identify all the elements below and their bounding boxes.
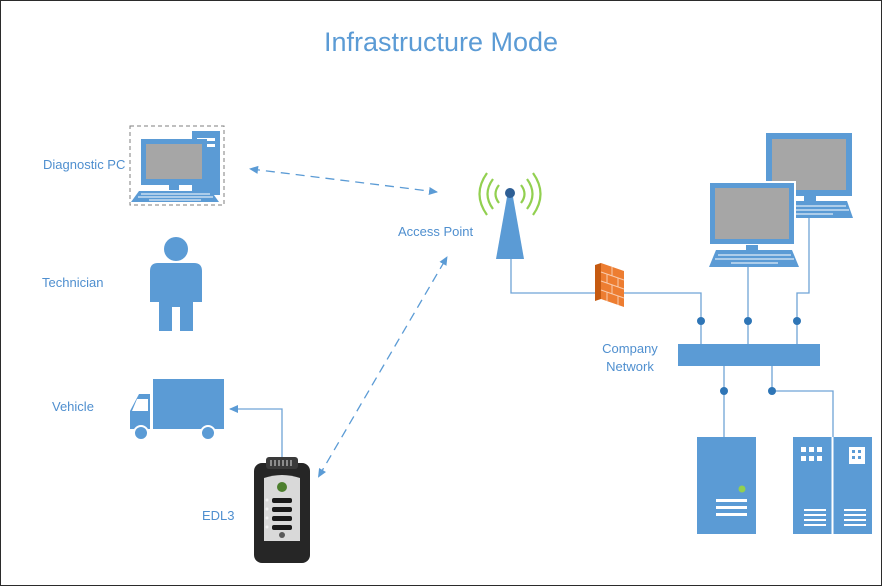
wireless-tower-icon bbox=[478, 172, 542, 259]
connector-pc-to-access-point bbox=[249, 165, 438, 195]
label-company-network: Company Network bbox=[591, 340, 669, 376]
label-company-network-line1: Company bbox=[602, 341, 658, 356]
edl3-adapter-icon bbox=[254, 457, 310, 563]
label-vehicle: Vehicle bbox=[52, 399, 94, 414]
connector-dots bbox=[697, 317, 801, 395]
firewall-icon bbox=[595, 263, 625, 307]
connector-edl3-to-vehicle bbox=[229, 405, 283, 458]
connector-edl3-to-access-point bbox=[317, 256, 448, 478]
monitor-icon bbox=[708, 181, 799, 267]
label-access-point: Access Point bbox=[398, 224, 474, 239]
connector-switch-to-servers bbox=[723, 366, 834, 437]
network-switch-icon bbox=[678, 344, 820, 366]
diagram-title: Infrastructure Mode bbox=[323, 27, 559, 57]
truck-icon bbox=[130, 379, 224, 441]
label-company-network-line2: Network bbox=[606, 359, 654, 374]
server-rack-icon bbox=[793, 437, 872, 534]
server-tower-icon bbox=[697, 437, 756, 534]
person-icon bbox=[150, 237, 202, 331]
label-diagnostic-pc: Diagnostic PC bbox=[43, 157, 126, 172]
desktop-pc-icon bbox=[129, 125, 225, 206]
label-edl3: EDL3 bbox=[202, 508, 235, 523]
label-technician: Technician bbox=[42, 275, 104, 290]
